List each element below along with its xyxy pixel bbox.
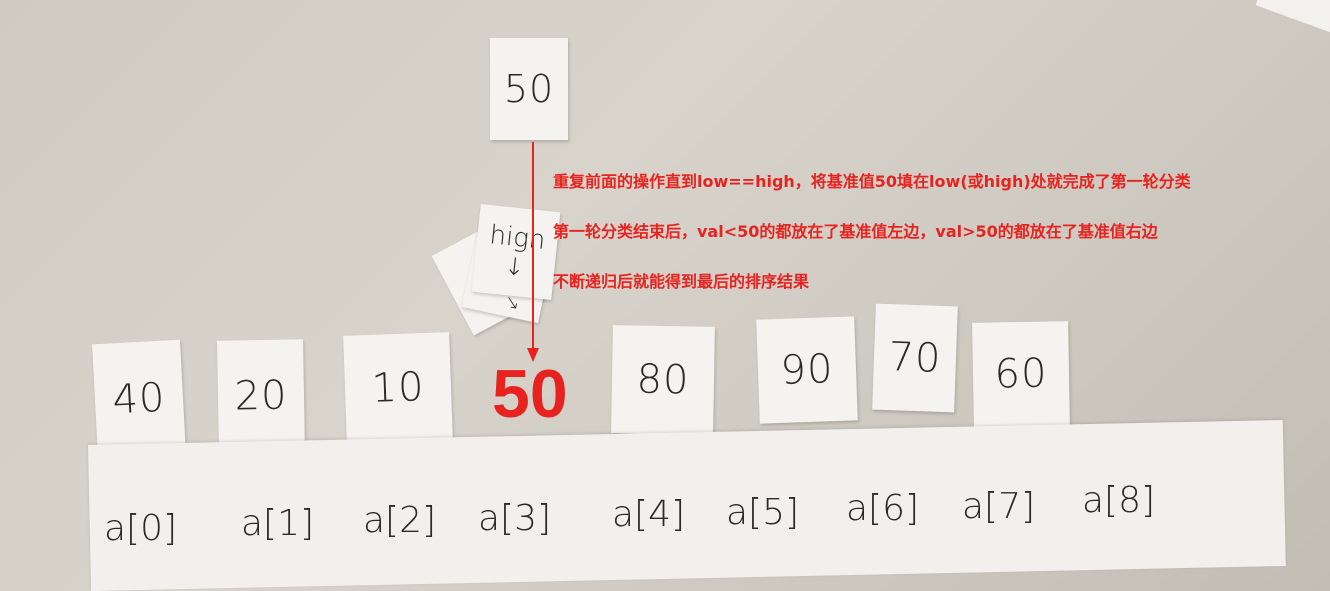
- pivot-card: 50: [490, 38, 568, 140]
- annotation-line-3: 不断递归后就能得到最后的排序结果: [553, 272, 810, 291]
- card-a6: 70: [872, 303, 958, 413]
- index-label: a[0]: [104, 508, 178, 549]
- card-value: 90: [779, 346, 835, 394]
- card-value: 70: [887, 334, 943, 382]
- placed-pivot-value: 50: [492, 356, 568, 432]
- card-value: 80: [636, 356, 690, 404]
- card-a0: 40: [92, 339, 186, 459]
- card-value: 40: [111, 374, 167, 424]
- card-value: 10: [370, 364, 426, 412]
- card-a7: 60: [972, 321, 1070, 427]
- pivot-card-value: 50: [503, 67, 555, 111]
- card-value: 60: [994, 350, 1048, 398]
- annotation-line-1: 重复前面的操作直到low==high，将基准值50填在low(或high)处就完…: [553, 172, 1191, 191]
- card-a1: 20: [217, 339, 305, 453]
- card-a5: 90: [756, 316, 858, 424]
- card-value: 20: [234, 372, 288, 420]
- index-label: a[1]: [241, 503, 315, 544]
- index-label: a[4]: [612, 494, 686, 535]
- annotation-line-2: 第一轮分类结束后，val<50的都放在了基准值左边，val>50的都放在了基准值…: [553, 222, 1158, 241]
- index-label: a[8]: [1082, 480, 1156, 521]
- card-a4: 80: [611, 325, 715, 435]
- index-label: a[2]: [363, 500, 437, 541]
- card-a2: 10: [343, 332, 453, 444]
- index-label: a[6]: [846, 488, 920, 529]
- index-label: a[3]: [478, 498, 552, 539]
- index-label: a[7]: [962, 486, 1036, 527]
- index-label: a[5]: [726, 492, 800, 533]
